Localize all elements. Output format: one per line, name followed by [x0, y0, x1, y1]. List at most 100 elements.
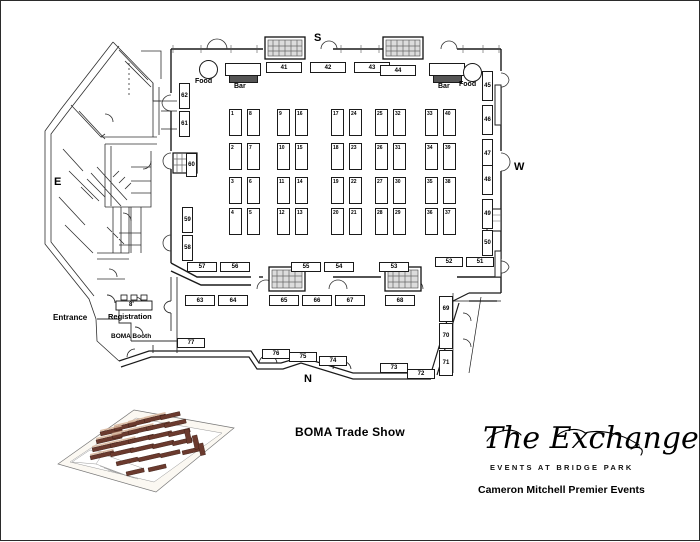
booth-59[interactable]: 59	[182, 207, 193, 233]
booth-18[interactable]: 18	[331, 143, 344, 170]
booth-number: 9	[279, 111, 282, 117]
booth-73[interactable]: 73	[380, 363, 408, 373]
booth-53[interactable]: 53	[379, 262, 409, 272]
booth-21[interactable]: 21	[349, 208, 362, 235]
booth-number: 22	[351, 179, 357, 185]
booth-number: 8	[249, 111, 252, 117]
booth-26[interactable]: 26	[375, 143, 388, 170]
booth-49[interactable]: 49	[482, 199, 493, 229]
booth-17[interactable]: 17	[331, 109, 344, 136]
booth-34[interactable]: 34	[425, 143, 438, 170]
booth-42[interactable]: 42	[310, 62, 346, 73]
booth-72[interactable]: 72	[407, 369, 435, 379]
booth-45[interactable]: 45	[482, 71, 493, 101]
booth-15[interactable]: 15	[295, 143, 308, 170]
page-title: BOMA Trade Show	[295, 425, 405, 439]
bar-back-right	[433, 75, 462, 83]
booth-20[interactable]: 20	[331, 208, 344, 235]
booth-number: 26	[377, 145, 383, 151]
booth-55[interactable]: 55	[291, 262, 321, 272]
booth-16[interactable]: 16	[295, 109, 308, 136]
booth-74[interactable]: 74	[319, 356, 347, 366]
booth-27[interactable]: 27	[375, 177, 388, 204]
booth-38[interactable]: 38	[443, 177, 456, 204]
booth-65[interactable]: 65	[269, 295, 299, 306]
booth-5[interactable]: 5	[247, 208, 260, 235]
booth-6[interactable]: 6	[247, 177, 260, 204]
booth-28[interactable]: 28	[375, 208, 388, 235]
booth-number: 13	[297, 210, 303, 216]
booth-36[interactable]: 36	[425, 208, 438, 235]
booth-13[interactable]: 13	[295, 208, 308, 235]
booth-46[interactable]: 46	[482, 105, 493, 135]
logo-flourish	[486, 428, 643, 456]
booth-number: 10	[279, 145, 285, 151]
booth-22[interactable]: 22	[349, 177, 362, 204]
booth-76[interactable]: 76	[262, 349, 290, 359]
booth-54[interactable]: 54	[324, 262, 354, 272]
booth-77[interactable]: 77	[177, 338, 205, 348]
booth-75[interactable]: 75	[289, 352, 317, 362]
booth-40[interactable]: 40	[443, 109, 456, 136]
booth-23[interactable]: 23	[349, 143, 362, 170]
booth-1[interactable]: 1	[229, 109, 242, 136]
booth-number: 24	[351, 111, 357, 117]
booth-56[interactable]: 56	[220, 262, 250, 272]
booth-number: 19	[333, 179, 339, 185]
entrance-label: Entrance	[53, 313, 88, 322]
booth-62[interactable]: 62	[179, 83, 190, 109]
booth-69[interactable]: 69	[439, 296, 453, 322]
booth-37[interactable]: 37	[443, 208, 456, 235]
booth-35[interactable]: 35	[425, 177, 438, 204]
booth-51[interactable]: 51	[466, 257, 494, 267]
booth-31[interactable]: 31	[393, 143, 406, 170]
booth-64[interactable]: 64	[218, 295, 248, 306]
booth-number: 39	[445, 145, 451, 151]
booth-70[interactable]: 70	[439, 323, 453, 349]
booth-33[interactable]: 33	[425, 109, 438, 136]
booth-48[interactable]: 48	[482, 165, 493, 195]
booth-9[interactable]: 9	[277, 109, 290, 136]
booth-61[interactable]: 61	[179, 111, 190, 137]
booth-57[interactable]: 57	[187, 262, 217, 272]
booth-50[interactable]: 50	[482, 230, 493, 256]
booth-63[interactable]: 63	[185, 295, 215, 306]
booth-24[interactable]: 24	[349, 109, 362, 136]
compass-north: N	[304, 373, 312, 385]
bar-label-right: Bar	[438, 83, 450, 90]
booth-number: 20	[333, 210, 339, 216]
booth-58[interactable]: 58	[182, 235, 193, 261]
booth-7[interactable]: 7	[247, 143, 260, 170]
booth-68[interactable]: 68	[385, 295, 415, 306]
booth-60[interactable]: 60	[186, 153, 197, 177]
booth-29[interactable]: 29	[393, 208, 406, 235]
booth-number: 14	[297, 179, 303, 185]
booth-number: 32	[395, 111, 401, 117]
booth-11[interactable]: 11	[277, 177, 290, 204]
booth-2[interactable]: 2	[229, 143, 242, 170]
booth-10[interactable]: 10	[277, 143, 290, 170]
booth-44[interactable]: 44	[380, 65, 416, 76]
booth-67[interactable]: 67	[335, 295, 365, 306]
booth-32[interactable]: 32	[393, 109, 406, 136]
booth-3[interactable]: 3	[229, 177, 242, 204]
booth-4[interactable]: 4	[229, 208, 242, 235]
booth-71[interactable]: 71	[439, 350, 453, 376]
booth-number: 30	[395, 179, 401, 185]
booth-number: 6	[249, 179, 252, 185]
booth-number: 37	[445, 210, 451, 216]
booth-number: 15	[297, 145, 303, 151]
bar-label-left: Bar	[234, 83, 246, 90]
booth-66[interactable]: 66	[302, 295, 332, 306]
booth-30[interactable]: 30	[393, 177, 406, 204]
booth-14[interactable]: 14	[295, 177, 308, 204]
booth-12[interactable]: 12	[277, 208, 290, 235]
booth-41[interactable]: 41	[266, 62, 302, 73]
venue-operator: Cameron Mitchell Premier Events	[478, 484, 645, 496]
booth-25[interactable]: 25	[375, 109, 388, 136]
booth-19[interactable]: 19	[331, 177, 344, 204]
booth-52[interactable]: 52	[435, 257, 463, 267]
booth-8[interactable]: 8	[247, 109, 260, 136]
booth-39[interactable]: 39	[443, 143, 456, 170]
booth-number: 31	[395, 145, 401, 151]
